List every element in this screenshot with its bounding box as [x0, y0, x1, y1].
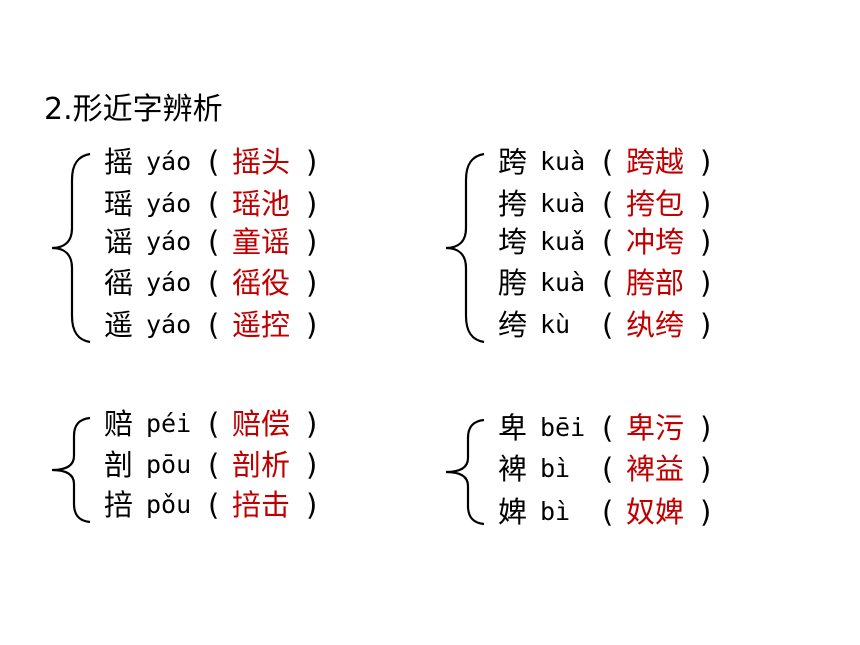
example-word: 掊击	[232, 488, 291, 522]
character: 徭	[104, 266, 134, 300]
pinyin: bì	[540, 454, 571, 483]
paren-close: )	[306, 488, 318, 522]
example-word: 卑污	[626, 411, 685, 445]
paren-open: (	[602, 266, 614, 300]
paren-open: (	[602, 452, 614, 486]
paren-close: )	[306, 266, 318, 300]
paren-close: )	[306, 407, 318, 441]
character: 卑	[498, 411, 528, 445]
pinyin: kuà	[540, 147, 586, 176]
paren-open: (	[208, 145, 220, 179]
pinyin: pōu	[146, 450, 192, 479]
paren-open: (	[208, 187, 220, 221]
example-word: 奴婢	[626, 495, 685, 529]
character: 挎	[498, 187, 528, 221]
example-word: 摇头	[232, 145, 291, 179]
group-1-brace	[51, 152, 91, 344]
example-word: 徭役	[232, 266, 291, 300]
character: 垮	[498, 225, 528, 259]
paren-close: )	[306, 448, 318, 482]
pinyin: yáo	[146, 310, 192, 339]
paren-open: (	[208, 448, 220, 482]
example-word: 瑶池	[232, 187, 291, 221]
character: 瑶	[104, 187, 134, 221]
page-title: 2.形近字辨析	[44, 92, 223, 127]
example-word: 童谣	[232, 225, 291, 259]
pinyin: pǒu	[146, 490, 192, 519]
pinyin: kù	[540, 310, 571, 339]
pinyin: kuǎ	[540, 227, 586, 256]
example-word: 裨益	[626, 452, 685, 486]
paren-close: )	[306, 145, 318, 179]
paren-close: )	[306, 225, 318, 259]
pinyin: yáo	[146, 147, 192, 176]
character: 赔	[104, 407, 134, 441]
paren-open: (	[602, 495, 614, 529]
paren-close: )	[700, 225, 712, 259]
example-word: 胯部	[626, 266, 685, 300]
character: 胯	[498, 266, 528, 300]
group-2-brace	[445, 152, 485, 344]
group-3-brace	[51, 416, 91, 524]
pinyin: bì	[540, 497, 571, 526]
example-word: 冲垮	[626, 225, 685, 259]
paren-close: )	[700, 266, 712, 300]
character: 摇	[104, 145, 134, 179]
paren-open: (	[602, 145, 614, 179]
paren-open: (	[208, 407, 220, 441]
paren-close: )	[306, 187, 318, 221]
character: 掊	[104, 488, 134, 522]
paren-close: )	[700, 452, 712, 486]
example-word: 纨绔	[626, 308, 685, 342]
character: 裨	[498, 452, 528, 486]
character: 绔	[498, 308, 528, 342]
pinyin: kuà	[540, 189, 586, 218]
paren-close: )	[306, 308, 318, 342]
paren-open: (	[602, 308, 614, 342]
paren-close: )	[700, 187, 712, 221]
character: 谣	[104, 225, 134, 259]
paren-open: (	[208, 488, 220, 522]
pinyin: yáo	[146, 268, 192, 297]
paren-open: (	[602, 411, 614, 445]
example-word: 跨越	[626, 145, 685, 179]
pinyin: péi	[146, 409, 192, 438]
pinyin: kuà	[540, 268, 586, 297]
character: 剖	[104, 448, 134, 482]
paren-open: (	[602, 187, 614, 221]
example-word: 赔偿	[232, 407, 291, 441]
paren-open: (	[602, 225, 614, 259]
character: 婢	[498, 495, 528, 529]
paren-close: )	[700, 145, 712, 179]
paren-open: (	[208, 308, 220, 342]
group-4-brace	[445, 418, 485, 526]
paren-open: (	[208, 266, 220, 300]
example-word: 挎包	[626, 187, 685, 221]
pinyin: bēi	[540, 413, 586, 442]
character: 跨	[498, 145, 528, 179]
paren-open: (	[208, 225, 220, 259]
example-word: 剖析	[232, 448, 291, 482]
paren-close: )	[700, 308, 712, 342]
example-word: 遥控	[232, 308, 291, 342]
pinyin: yáo	[146, 189, 192, 218]
character: 遥	[104, 308, 134, 342]
paren-close: )	[700, 495, 712, 529]
pinyin: yáo	[146, 227, 192, 256]
paren-close: )	[700, 411, 712, 445]
